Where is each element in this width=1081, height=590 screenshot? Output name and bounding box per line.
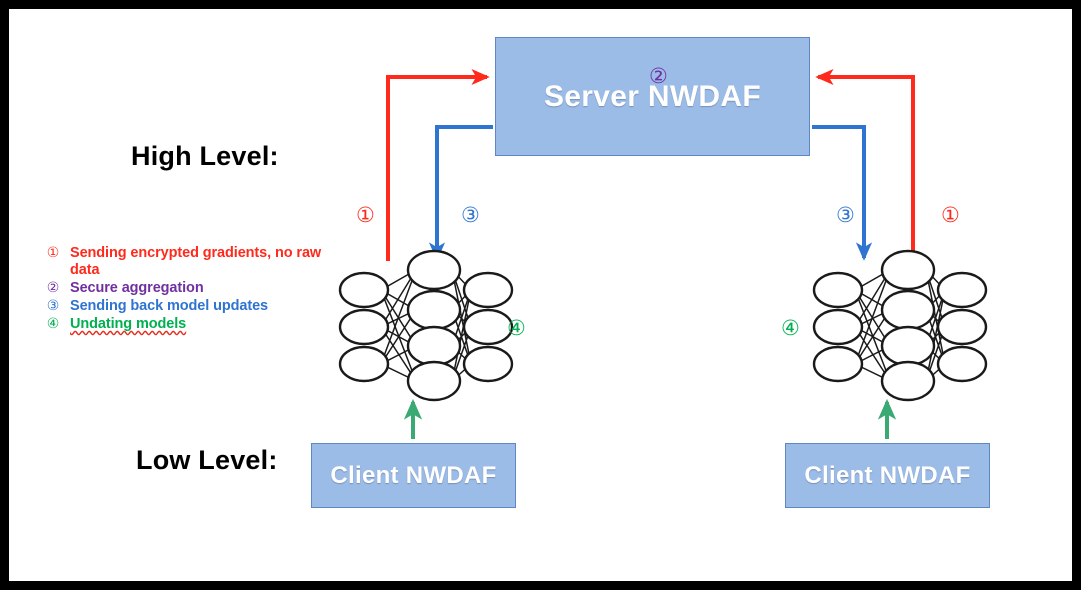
- high-level-label: High Level:: [131, 141, 279, 171]
- step-marker-right-upload: ①: [941, 203, 960, 227]
- legend-text-3: Sending back model updates: [70, 298, 269, 314]
- step-marker-left-upload: ①: [356, 203, 375, 227]
- legend-item-4: ④ Undating models: [45, 316, 325, 333]
- low-level-label: Low Level:: [136, 445, 278, 475]
- legend-item-3: ③ Sending back model updates: [45, 298, 325, 315]
- legend-text-1: Sending encrypted gradients, no raw data: [70, 245, 322, 278]
- legend-num-2: ②: [46, 280, 60, 296]
- legend-text-4: Undating models: [70, 316, 187, 332]
- legend-num-4: ④: [46, 316, 60, 332]
- neural-network-right: [812, 249, 988, 402]
- step-marker-left-update: ④: [507, 316, 526, 340]
- client-nwdaf-box-left[interactable]: Client NWDAF: [311, 443, 516, 508]
- step-marker-left-download: ③: [461, 203, 480, 227]
- client-nwdaf-box-right[interactable]: Client NWDAF: [785, 443, 990, 508]
- legend-num-3: ③: [46, 298, 60, 314]
- server-nwdaf-box[interactable]: Server NWDAF: [495, 37, 810, 156]
- arrow-left-upload: [386, 68, 490, 261]
- legend-item-2: ② Secure aggregation: [45, 280, 325, 297]
- client-nwdaf-label-right: Client NWDAF: [804, 461, 971, 489]
- legend: ① Sending encrypted gradients, no raw da…: [45, 245, 325, 334]
- step-marker-right-download: ③: [836, 203, 855, 227]
- step-marker-right-update: ④: [781, 316, 800, 340]
- arrow-right-upload: [815, 68, 915, 261]
- legend-text-2: Secure aggregation: [70, 280, 204, 296]
- diagram-stage: Server NWDAF Client NWDAF Client NWDAF H…: [9, 9, 1072, 581]
- neural-network-left: [338, 249, 514, 402]
- arrow-right-download: [812, 125, 873, 261]
- legend-num-1: ①: [46, 245, 60, 261]
- arrow-left-download: [428, 125, 493, 261]
- server-nwdaf-label: Server NWDAF: [544, 79, 761, 113]
- legend-item-1: ① Sending encrypted gradients, no raw da…: [45, 245, 325, 279]
- step-marker-aggregation: ②: [649, 64, 668, 88]
- client-nwdaf-label-left: Client NWDAF: [330, 461, 497, 489]
